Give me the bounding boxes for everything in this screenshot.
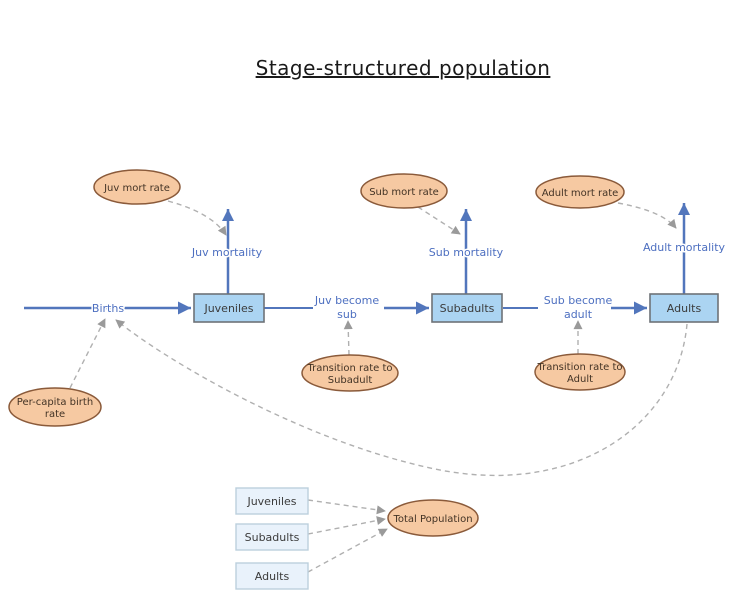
link-juv-mort-rate-to-juv-mortality[interactable] bbox=[167, 200, 227, 236]
variable-transition-rate-subadult-label-line2: Subadult bbox=[328, 375, 373, 386]
stock-subadults-box[interactable] bbox=[431, 293, 503, 323]
variable-per-capita-birth-rate-label-line1: Per-capita birth bbox=[17, 397, 93, 408]
flow-juv-mortality-label[interactable]: Juv mortality bbox=[189, 245, 264, 261]
variable-transition-rate-adult-label-line2: Adult bbox=[567, 374, 593, 385]
variable-transition-rate-adult-ellipse[interactable] bbox=[534, 353, 626, 391]
flow-sub-become-adult-label-line2[interactable]: adult bbox=[562, 307, 594, 323]
alias-juveniles-label: Juveniles bbox=[246, 495, 296, 508]
stock-adults-box[interactable] bbox=[649, 293, 719, 323]
flow-juv-become-sub-label-line2[interactable]: sub bbox=[336, 307, 359, 323]
flow-juv-become-sub-label-line1[interactable]: Juv become bbox=[312, 293, 380, 309]
variable-total-population-ellipse[interactable] bbox=[387, 499, 479, 537]
stock-subadults-label: Subadults bbox=[440, 302, 495, 315]
variable-juv-mort-rate[interactable]: Juv mort rate bbox=[93, 169, 181, 205]
variable-transition-rate-subadult-label-line1: Transition rate to bbox=[306, 363, 392, 374]
flow-births-label[interactable]: Births bbox=[90, 301, 125, 317]
alias-adults-label: Adults bbox=[255, 570, 290, 583]
alias-adults[interactable]: Adults bbox=[235, 562, 309, 590]
variable-juv-mort-rate-ellipse[interactable] bbox=[93, 169, 181, 205]
variable-sub-mort-rate-ellipse[interactable] bbox=[360, 173, 448, 209]
stock-adults[interactable]: Adults bbox=[649, 293, 719, 323]
alias-subadults-label: Subadults bbox=[245, 531, 300, 544]
alias-juveniles[interactable]: Juveniles bbox=[235, 487, 309, 515]
flow-sub-mortality-label[interactable]: Sub mortality bbox=[427, 245, 505, 261]
link-alias-adults-to-total-population[interactable] bbox=[307, 528, 388, 573]
variable-transition-rate-adult-label-line1: Transition rate to bbox=[536, 362, 622, 373]
link-alias-juveniles-to-total-population[interactable] bbox=[307, 499, 386, 515]
flow-sub-become-adult-label-line1[interactable]: Sub become bbox=[542, 293, 614, 309]
variable-transition-rate-subadult[interactable]: Transition rate to Subadult bbox=[301, 354, 399, 392]
variable-adult-mort-rate-ellipse[interactable] bbox=[535, 175, 625, 209]
alias-subadults-box[interactable] bbox=[235, 523, 309, 551]
variable-juv-mort-rate-label: Juv mort rate bbox=[103, 183, 170, 194]
alias-subadults[interactable]: Subadults bbox=[235, 523, 309, 551]
variable-total-population[interactable]: Total Population bbox=[387, 499, 479, 537]
variable-total-population-label: Total Population bbox=[392, 514, 472, 525]
link-sub-mort-rate-to-sub-mortality[interactable] bbox=[417, 206, 461, 235]
variable-transition-rate-subadult-ellipse[interactable] bbox=[301, 354, 399, 392]
flow-adult-mortality-label[interactable]: Adult mortality bbox=[641, 240, 727, 256]
stock-juveniles-label: Juveniles bbox=[203, 302, 253, 315]
alias-juveniles-box[interactable] bbox=[235, 487, 309, 515]
link-adults-to-births[interactable] bbox=[115, 319, 688, 477]
variable-per-capita-birth-rate-label-line2: rate bbox=[45, 409, 65, 420]
stock-subadults[interactable]: Subadults bbox=[431, 293, 503, 323]
variable-per-capita-birth-rate-ellipse[interactable] bbox=[8, 387, 102, 427]
variable-adult-mort-rate[interactable]: Adult mort rate bbox=[535, 175, 625, 209]
variable-transition-rate-adult[interactable]: Transition rate to Adult bbox=[534, 353, 626, 391]
link-per-capita-birth-rate-to-births[interactable] bbox=[69, 318, 106, 389]
alias-adults-box[interactable] bbox=[235, 562, 309, 590]
variable-sub-mort-rate-label: Sub mort rate bbox=[369, 187, 439, 198]
link-alias-subadults-to-total-population[interactable] bbox=[307, 516, 386, 535]
page-title: Stage-structured population bbox=[256, 56, 551, 80]
variable-adult-mort-rate-label: Adult mort rate bbox=[542, 188, 619, 199]
variable-per-capita-birth-rate[interactable]: Per-capita birth rate bbox=[8, 387, 102, 427]
stock-adults-label: Adults bbox=[667, 302, 702, 315]
link-transition-rate-subadult-to-flow[interactable] bbox=[343, 320, 353, 356]
variable-sub-mort-rate[interactable]: Sub mort rate bbox=[360, 173, 448, 209]
link-adult-mort-rate-to-adult-mortality[interactable] bbox=[617, 202, 677, 229]
stock-juveniles[interactable]: Juveniles bbox=[193, 293, 265, 323]
stock-juveniles-box[interactable] bbox=[193, 293, 265, 323]
